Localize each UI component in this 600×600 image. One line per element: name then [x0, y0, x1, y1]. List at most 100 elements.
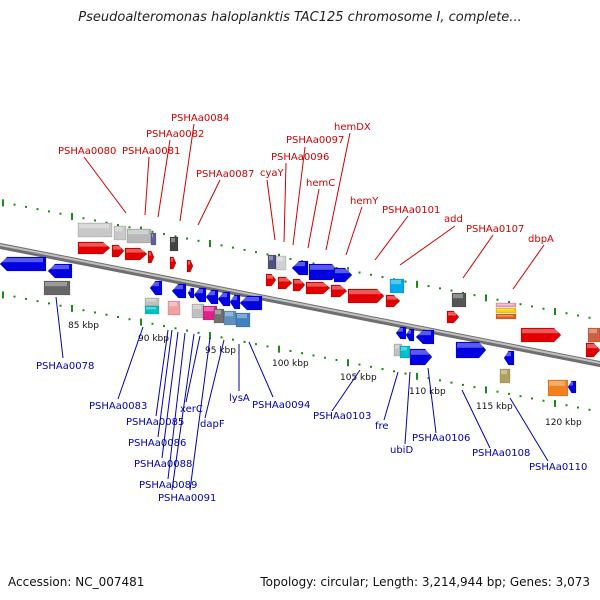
track-tick: [94, 219, 96, 222]
gene-label[interactable]: PSHAa0089: [139, 480, 197, 491]
scale-label-85: 85 kbp: [68, 321, 99, 331]
gene-highlight: [293, 262, 305, 267]
track-tick: [220, 244, 223, 247]
gene-highlight: [79, 243, 107, 247]
track-tick: [531, 305, 533, 308]
track-tick: [128, 226, 131, 229]
gene-label[interactable]: PSHAa0094: [252, 400, 310, 411]
gene-shape: [291, 260, 309, 276]
track-tick: [301, 352, 303, 355]
track-tick: [209, 240, 211, 248]
track-tick: [48, 302, 50, 305]
gene-shape: [330, 284, 348, 298]
gene-label[interactable]: PSHAa0086: [128, 438, 186, 449]
gene-shape: [124, 247, 148, 261]
track-tick: [439, 287, 441, 290]
gene-highlight: [310, 265, 336, 270]
gene-label[interactable]: hemC: [306, 178, 335, 189]
gene-shape: [77, 222, 113, 238]
track-tick: [209, 332, 211, 340]
gene-label[interactable]: PSHAa0078: [36, 361, 94, 372]
gene-label[interactable]: PSHAa0085: [126, 417, 184, 428]
track-tick: [197, 239, 200, 242]
gene-block: [187, 287, 195, 299]
gene-label[interactable]: fre: [375, 421, 389, 432]
track-tick: [151, 230, 154, 233]
track-tick: [439, 379, 441, 382]
track-tick: [485, 386, 487, 394]
track-tick: [278, 345, 280, 353]
scale-label-95: 95 kbp: [205, 346, 236, 356]
gene-label[interactable]: PSHAa0087: [196, 169, 254, 180]
gene-label[interactable]: xerC: [180, 404, 203, 415]
gene-highlight: [128, 230, 148, 235]
gene-highlight: [448, 312, 456, 316]
track-tick: [232, 338, 234, 341]
gene-label[interactable]: PSHAa0081: [122, 146, 180, 157]
gene-label[interactable]: PSHAa0091: [158, 493, 216, 504]
gene-label[interactable]: cyaY: [260, 168, 285, 179]
chromosome-backbone: [0, 242, 600, 368]
gene-block: [169, 236, 179, 252]
gene-highlight: [501, 370, 507, 375]
leader-lines: [55, 123, 549, 491]
track-tick: [358, 363, 361, 366]
gene-label[interactable]: hemY: [350, 196, 379, 207]
track-tick: [519, 395, 522, 398]
track-tick: [2, 199, 4, 207]
track-tick: [105, 313, 108, 316]
gene-label[interactable]: PSHAa0080: [58, 146, 116, 157]
gene-label[interactable]: ubiD: [390, 445, 413, 456]
track-tick: [404, 280, 407, 283]
track-tick: [197, 331, 200, 334]
gene-highlight: [397, 328, 403, 332]
scale-label-115: 115 kbp: [476, 402, 513, 412]
leader-line-forward: [292, 146, 306, 246]
gene-label[interactable]: PSHAa0088: [134, 459, 192, 470]
gene-highlight: [204, 307, 214, 312]
gene-label[interactable]: PSHAa0084: [171, 113, 229, 124]
gene-shape: [205, 289, 219, 305]
gene-label[interactable]: PSHAa0082: [146, 129, 204, 140]
gene-shape: [239, 295, 263, 311]
gene-shape: [385, 294, 401, 308]
leader-line-forward: [462, 234, 494, 279]
gene-block: [213, 308, 225, 324]
track-tick: [542, 307, 545, 310]
gene-label[interactable]: PSHAa0096: [271, 152, 329, 163]
gene-block: [291, 260, 309, 276]
gene-shape: [47, 263, 73, 279]
gene-label[interactable]: lysA: [229, 393, 250, 404]
track-tick: [128, 318, 131, 321]
gene-block: [503, 350, 515, 366]
gene-label[interactable]: PSHAa0101: [382, 205, 440, 216]
gene-highlight: [279, 278, 289, 282]
track-tick: [462, 383, 464, 386]
gene-label[interactable]: dbpA: [528, 234, 554, 245]
gene-highlight: [587, 344, 597, 349]
gene-label[interactable]: PSHAa0106: [412, 433, 470, 444]
gene-shape: [147, 250, 155, 264]
gene-label[interactable]: PSHAa0107: [466, 224, 524, 235]
gene-block: [193, 287, 207, 303]
gene-shape: [265, 273, 277, 287]
gene-highlight: [171, 238, 175, 243]
gene-label[interactable]: add: [444, 214, 463, 225]
track-tick: [174, 235, 177, 238]
gene-label[interactable]: PSHAa0108: [472, 448, 530, 459]
gene-highlight: [195, 289, 203, 294]
forward-gene-labels: PSHAa0080 PSHAa0081 PSHAa0082 PSHAa0084 …: [58, 113, 554, 245]
gene-highlight: [457, 343, 483, 348]
gene-shape: [277, 276, 293, 290]
track-tick: [13, 203, 16, 206]
gene-label[interactable]: PSHAa0083: [89, 401, 147, 412]
gene-label[interactable]: hemDX: [334, 122, 371, 133]
track-tick: [554, 307, 556, 315]
gene-block: [333, 267, 353, 283]
gene-label[interactable]: PSHAa0110: [529, 462, 587, 473]
gene-label[interactable]: PSHAa0097: [286, 135, 344, 146]
leader-line-forward: [266, 179, 276, 241]
gene-shape: [503, 350, 515, 366]
gene-label[interactable]: PSHAa0103: [313, 411, 371, 422]
gene-label[interactable]: dapF: [200, 419, 225, 430]
